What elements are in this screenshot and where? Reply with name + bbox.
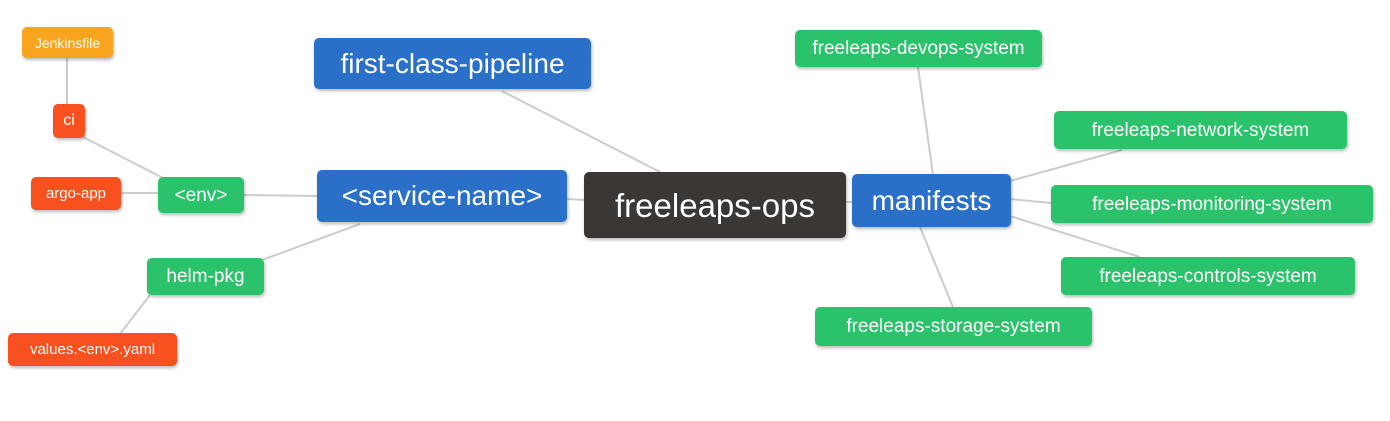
node-manifests[interactable]: manifests bbox=[852, 174, 1011, 227]
node-root-freeleaps-ops[interactable]: freeleaps-ops bbox=[584, 172, 846, 238]
edge-helmpkg-values bbox=[119, 294, 151, 335]
node-freeleaps-controls-system[interactable]: freeleaps-controls-system bbox=[1061, 257, 1355, 295]
node-first-class-pipeline-label: first-class-pipeline bbox=[340, 47, 565, 79]
node-network-label: freeleaps-network-system bbox=[1091, 119, 1310, 141]
edge-manifests-monitoring bbox=[1009, 198, 1052, 204]
edge-ci-env bbox=[82, 136, 164, 179]
edge-manifests-network bbox=[1009, 149, 1123, 182]
node-monitoring-label: freeleaps-monitoring-system bbox=[1092, 193, 1332, 215]
node-ci[interactable]: ci bbox=[53, 104, 85, 138]
node-manifests-label: manifests bbox=[871, 184, 992, 216]
node-storage-label: freeleaps-storage-system bbox=[846, 316, 1061, 337]
node-helm-pkg-label: helm-pkg bbox=[166, 266, 245, 287]
edge-pipeline-root bbox=[501, 90, 661, 173]
edge-env-service bbox=[243, 194, 318, 197]
node-values-yaml-label: values.<env>.yaml bbox=[29, 341, 156, 358]
node-argo-app-label: argo-app bbox=[45, 185, 107, 202]
node-freeleaps-storage-system[interactable]: freeleaps-storage-system bbox=[815, 307, 1092, 346]
node-values-yaml[interactable]: values.<env>.yaml bbox=[8, 333, 177, 366]
node-freeleaps-network-system[interactable]: freeleaps-network-system bbox=[1054, 111, 1347, 149]
node-env-label: <env> bbox=[174, 184, 228, 206]
node-service-name-label: <service-name> bbox=[341, 180, 543, 211]
node-root-label: freeleaps-ops bbox=[615, 186, 815, 224]
node-devops-label: freeleaps-devops-system bbox=[812, 38, 1025, 59]
edge-manifests-controls bbox=[1009, 215, 1141, 258]
node-freeleaps-monitoring-system[interactable]: freeleaps-monitoring-system bbox=[1051, 185, 1373, 223]
edge-manifests-storage bbox=[919, 226, 954, 308]
edge-service-root bbox=[566, 198, 586, 201]
node-helm-pkg[interactable]: helm-pkg bbox=[147, 258, 264, 295]
node-env[interactable]: <env> bbox=[158, 177, 244, 213]
node-controls-label: freeleaps-controls-system bbox=[1099, 265, 1317, 287]
edge-service-helmpkg bbox=[261, 223, 361, 261]
node-jenkinsfile-label: Jenkinsfile bbox=[34, 34, 101, 51]
node-first-class-pipeline[interactable]: first-class-pipeline bbox=[314, 38, 591, 89]
node-freeleaps-devops-system[interactable]: freeleaps-devops-system bbox=[795, 30, 1042, 67]
node-jenkinsfile[interactable]: Jenkinsfile bbox=[22, 27, 113, 58]
node-service-name[interactable]: <service-name> bbox=[317, 170, 567, 222]
node-ci-label: ci bbox=[63, 112, 75, 129]
edge-manifests-devops bbox=[917, 66, 934, 176]
node-argo-app[interactable]: argo-app bbox=[31, 177, 121, 210]
